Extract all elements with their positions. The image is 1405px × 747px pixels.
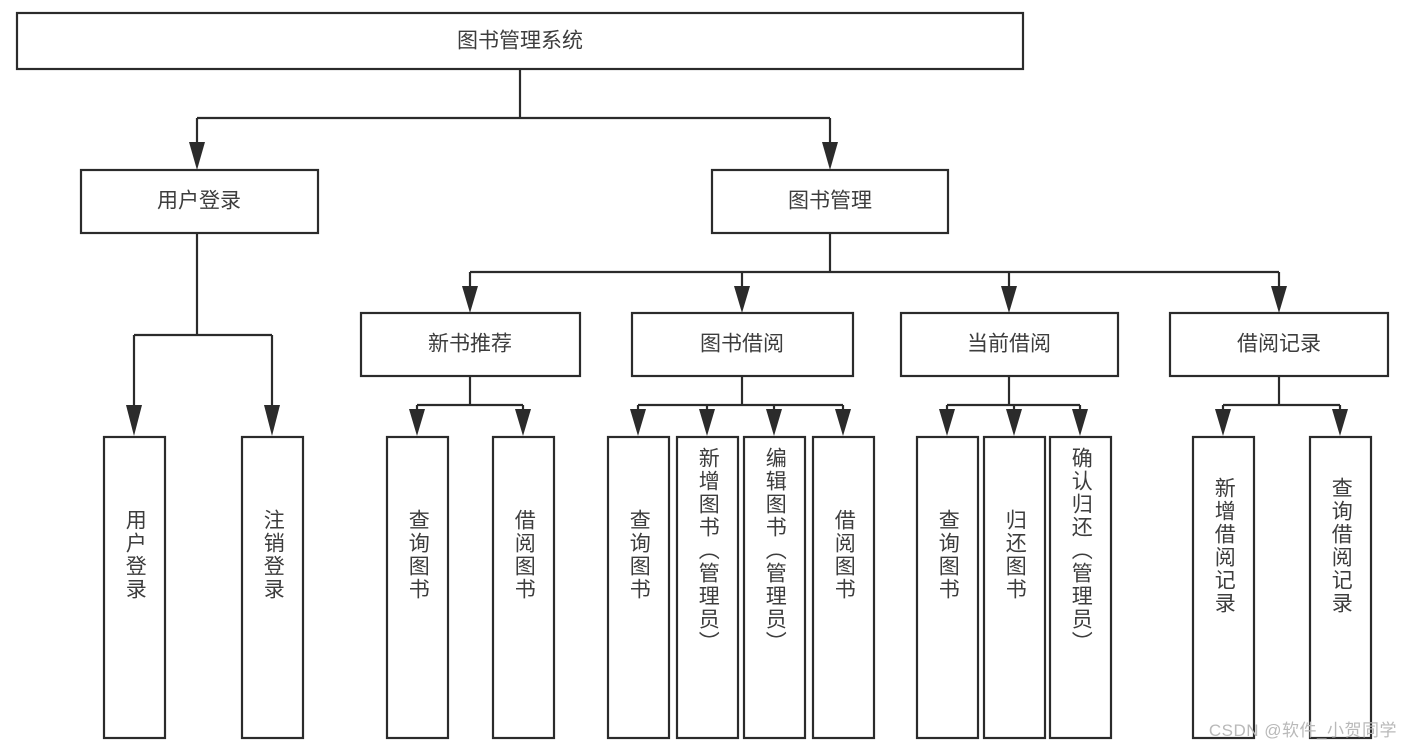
connector-group-book-borrow [630, 376, 851, 436]
arrowhead-leaf-book-borrow-2 [699, 409, 715, 436]
node-box-borrow-record[interactable] [1168, 311, 1390, 378]
arrowhead-leaf-new-book-2 [515, 409, 531, 436]
arrowhead-leaf-user-login-1 [126, 405, 142, 436]
arrowhead-leaf-book-borrow-4 [835, 409, 851, 436]
arrowhead-leaf-book-borrow-3 [766, 409, 782, 436]
arrowhead-current-borrow [1001, 286, 1017, 313]
node-box-leaf-current-borrow-1[interactable] [915, 435, 980, 740]
arrowhead-leaf-borrow-record-1 [1215, 409, 1231, 436]
arrowhead-user-login [189, 142, 205, 170]
label-new-book-recommend: 新书推荐 [428, 333, 512, 356]
node-box-leaf-borrow-record-2[interactable] [1308, 435, 1373, 740]
connector-group-user-login [126, 233, 280, 436]
arrowhead-borrow-record [1271, 286, 1287, 313]
node-box-current-borrow[interactable] [899, 311, 1120, 378]
arrowhead-leaf-current-borrow-2 [1006, 409, 1022, 436]
arrowhead-leaf-new-book-1 [409, 409, 425, 436]
node-box-leaf-book-borrow-4[interactable] [811, 435, 876, 740]
node-box-leaf-user-login-1[interactable] [102, 435, 167, 740]
node-box-book-borrow[interactable] [630, 311, 855, 378]
csdn-watermark: CSDN @软件_小贺同学 [1208, 721, 1397, 740]
arrowhead-new-book [462, 286, 478, 313]
label-book-borrow: 图书借阅 [700, 333, 784, 356]
node-box-leaf-book-borrow-3[interactable] [742, 435, 807, 740]
connector-group-current-borrow [939, 376, 1088, 436]
arrowhead-leaf-current-borrow-3 [1072, 409, 1088, 436]
label-borrow-record: 借阅记录 [1237, 333, 1321, 356]
node-box-leaf-current-borrow-3[interactable] [1048, 435, 1113, 740]
arrowhead-leaf-book-borrow-1 [630, 409, 646, 436]
connector-group-borrow-record [1215, 376, 1348, 436]
node-box-leaf-book-borrow-2[interactable] [675, 435, 740, 740]
label-book-mgmt: 图书管理 [788, 190, 872, 213]
label-root: 图书管理系统 [457, 30, 583, 53]
arrowhead-leaf-user-login-2 [264, 405, 280, 436]
node-box-book-mgmt[interactable] [710, 168, 950, 235]
label-current-borrow: 当前借阅 [967, 333, 1051, 356]
node-box-new-book-recommend[interactable] [359, 311, 582, 378]
node-box-leaf-new-book-1[interactable] [385, 435, 450, 740]
node-box-leaf-new-book-2[interactable] [491, 435, 556, 740]
arrowhead-book-mgmt [822, 142, 838, 170]
label-user-login: 用户登录 [157, 190, 241, 213]
node-box-root[interactable] [15, 11, 1025, 71]
connector-group-new-book [409, 376, 531, 436]
node-box-leaf-current-borrow-2[interactable] [982, 435, 1047, 740]
arrowhead-leaf-current-borrow-1 [939, 409, 955, 436]
arrowhead-leaf-borrow-record-2 [1332, 409, 1348, 436]
connector-group-book-mgmt [462, 233, 1287, 313]
node-box-user-login[interactable] [79, 168, 320, 235]
node-box-leaf-book-borrow-1[interactable] [606, 435, 671, 740]
node-box-leaf-borrow-record-1[interactable] [1191, 435, 1256, 740]
connector-group-root [189, 69, 838, 170]
node-box-leaf-user-login-2[interactable] [240, 435, 305, 740]
arrowhead-book-borrow [734, 286, 750, 313]
